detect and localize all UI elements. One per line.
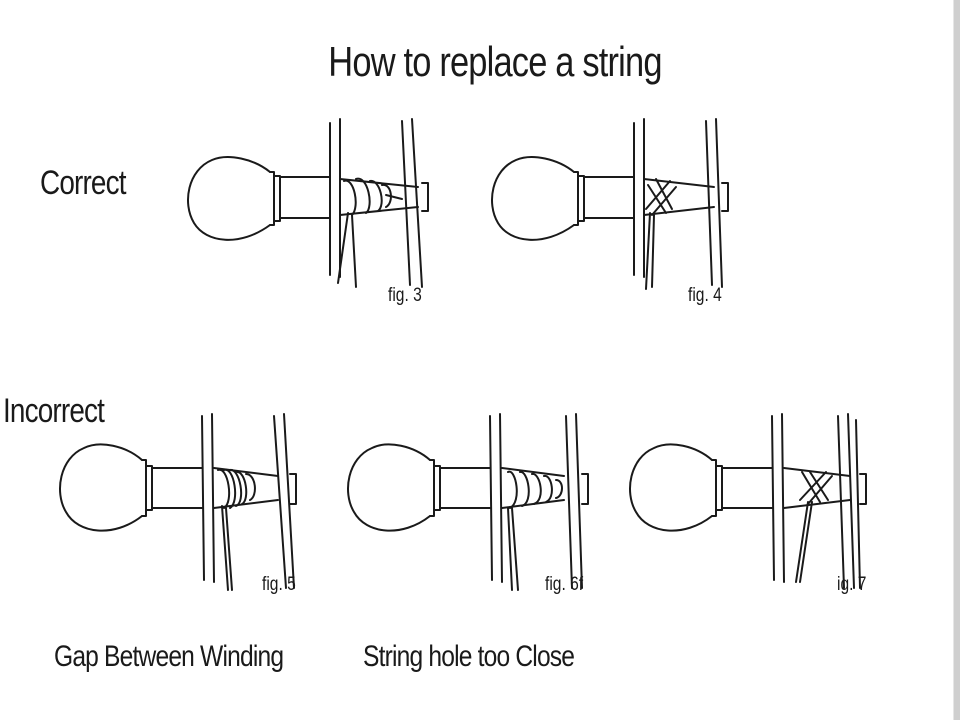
caption-gap-between-winding: Gap Between Winding [54,640,284,673]
tuning-peg-correct-winding-icon [187,118,429,288]
figure-label-4: fig. 4 [688,285,722,306]
figure-label-7: ig. 7 [837,574,867,595]
section-label-correct: Correct [40,164,126,202]
diagram-title: How to replace a string [328,38,662,85]
tuning-peg-gap-winding-icon [59,413,297,591]
tuning-peg-correct-crossed-winding-icon [491,118,729,290]
tuning-peg-hole-too-close-icon [629,413,867,589]
section-label-incorrect: Incorrect [3,392,105,430]
figure-label-6f: fig. 6f [545,574,584,595]
page-right-edge [953,0,960,720]
tuning-peg-spaced-winding-icon [347,413,589,591]
figure-label-3: fig. 3 [388,285,422,306]
caption-string-hole-too-close: String hole too Close [363,640,575,673]
figure-label-5: fig. 5 [262,574,296,595]
